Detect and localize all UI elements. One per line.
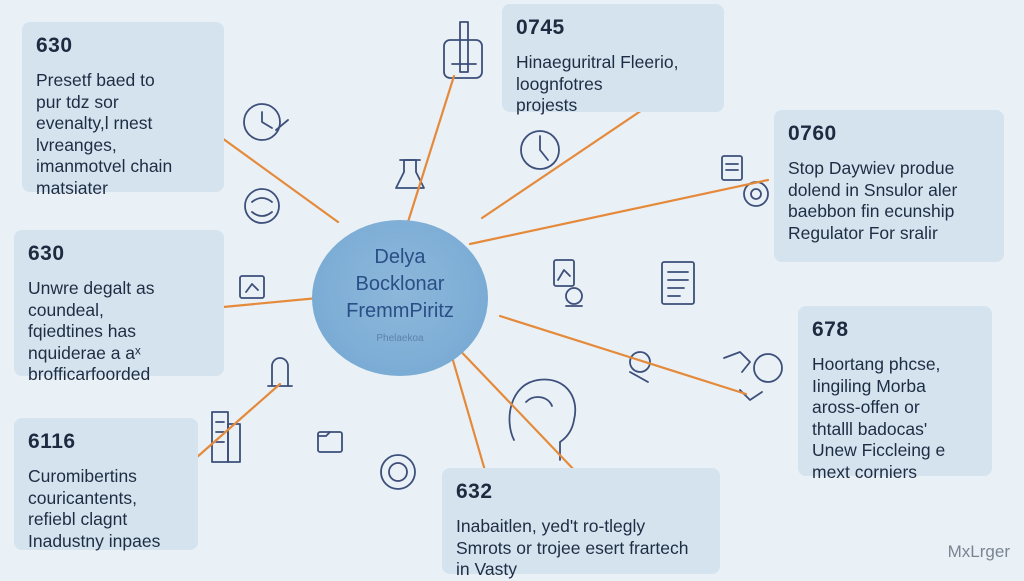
document-icon [661,261,695,305]
info-card-632: 632 Inabaitlen, yed't ro-tlegly Smrots o… [442,468,720,579]
central-hub-node: Delya Bocklonar FremmPiritz Phelaekoa [312,220,488,376]
card-text: Curomibertins couricantents, refiebl cla… [28,466,184,552]
recycle-icon [629,351,651,383]
connector-line [448,338,580,476]
card-text-line: dolend in Snsulor aler [788,179,958,200]
card-text-line: matsiater [36,177,108,198]
card-text-line: Curomibertins [28,466,137,486]
card-text-line: evenalty,l rnest [36,113,153,133]
connector-line [468,178,770,246]
card-text-line: aross-offen or [812,397,920,417]
folder-icon [317,431,343,453]
card-text-line: Regulator For sralir [788,222,938,243]
clipboard-icon [721,155,769,207]
connector-line [406,74,456,224]
card-text-line: Unew Ficcleing e [812,440,946,460]
card-text-line: Stop Daywiev produe [788,158,955,178]
card-text-line: imanmotvel chain [36,156,173,176]
info-card-630-middle: 630 Unwre degalt as coundeal, fqiedtines… [14,230,224,384]
location-pin-icon [267,357,293,387]
info-card-630-top: 630 Presetf baed to pur tdz sor evenalty… [22,22,224,198]
card-text-line: Hinaeguritral Fleerio, [516,52,679,72]
card-text-line: lvreanges, [36,134,117,155]
hub-title-line: Bocklonar [355,273,445,295]
document-chart-icon [553,259,583,307]
card-text-line: in Vasty [456,559,517,579]
card-text: Stop Daywiev produe dolend in Snsulor al… [788,158,990,244]
card-text: Inabaitlen, yed't ro-tlegly Smrots or tr… [456,516,706,581]
watermark-logo: MxLrger [947,542,1010,561]
card-text-line: couricantents, [28,487,137,508]
settings-cycle-icon [244,188,280,224]
connector-line [498,314,748,396]
card-text-line: pur tdz sor [36,91,119,112]
card-number: 0760 [788,122,837,145]
chip-icon [380,454,416,490]
card-text-line: Inadustny inpaes [28,530,161,551]
card-number: 0745 [516,16,565,39]
card-text-line: Hoortang phcse, [812,354,941,374]
card-number: 6116 [28,430,76,453]
connector-line [480,96,662,220]
card-text-line: loognfotres [516,73,603,94]
card-text-line: nquiderae a aˣ [28,342,141,363]
card-text-line: fqiedtines has [28,321,136,341]
hub-subtitle: Phelaekoa [376,333,424,344]
card-text-line: coundeal, [28,299,104,320]
connector-line [448,348,488,476]
card-text-line: baebbon fin ecunship [788,201,955,221]
card-number: 630 [36,34,73,57]
chart-board-icon [239,275,265,299]
bottle-icon [443,21,483,79]
connector-line [220,136,340,224]
card-text: Hoortang phcse, Iingiling Morba aross-of… [812,354,978,483]
card-text-line: Inabaitlen, yed't ro-tlegly [456,516,646,536]
card-text-line: projests [516,95,578,115]
info-card-678: 678 Hoortang phcse, Iingiling Morba aros… [798,306,992,482]
card-number: 678 [812,318,849,341]
hub-title-line: FremmPiritz [346,300,454,322]
card-text-line: brofficarfoorded [28,364,151,384]
card-text-line: Iingiling Morba [812,375,926,396]
connector-line [194,382,282,460]
card-text-line: thtalll badocas' [812,418,928,439]
card-text-line: mext corniers [812,461,918,482]
flask-icon [395,159,425,189]
card-text: Hinaeguritral Fleerio, loognfotres proje… [516,52,710,117]
card-text-line: Smrots or trojee esert frartech [456,537,689,558]
info-card-0760: 0760 Stop Daywiev produe dolend in Snsul… [774,110,1004,262]
card-number: 630 [28,242,65,265]
card-text-line: Presetf baed to [36,70,155,90]
clock-icon [243,103,289,141]
hub-title: Delya Bocklonar FremmPiritz [312,244,488,325]
card-number: 632 [456,480,493,503]
hub-title-line: Delya [374,246,426,268]
info-card-0745: 0745 Hinaeguritral Fleerio, loognfotres … [502,4,724,115]
person-head-icon [508,378,577,461]
card-text: Presetf baed to pur tdz sor evenalty,l r… [36,70,210,199]
card-text-line: Unwre degalt as [28,278,155,298]
clock-icon [520,130,560,170]
card-text: Unwre degalt as coundeal, fqiedtines has… [28,278,210,386]
info-card-6116: 6116 Curomibertins couricantents, refieb… [14,418,198,552]
card-text-line: refiebl clagnt [28,509,128,529]
